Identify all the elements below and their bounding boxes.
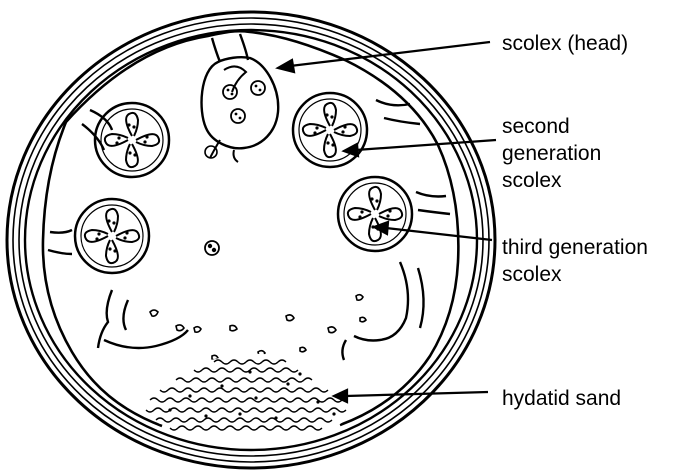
free-scolex bbox=[205, 241, 219, 255]
third-generation-scolex bbox=[338, 177, 412, 251]
label-line: scolex bbox=[502, 261, 648, 288]
scolex-head bbox=[202, 57, 279, 162]
arrow-scolex bbox=[290, 42, 490, 66]
label-line: second bbox=[502, 113, 601, 140]
membrane-fragments bbox=[98, 262, 424, 360]
label-scolex-text: scolex (head) bbox=[502, 32, 628, 55]
brood-capsule-upper-left bbox=[95, 103, 169, 177]
pointer-arrows bbox=[278, 42, 496, 402]
brood-capsule-lower-left bbox=[75, 199, 149, 273]
label-line: third generation bbox=[502, 234, 648, 261]
hydatid-sand bbox=[134, 354, 366, 430]
arrow-hydatid-sand bbox=[346, 392, 488, 396]
label-hydatid-sand: hydatid sand bbox=[502, 385, 621, 412]
label-line: generation bbox=[502, 140, 601, 167]
label-third-generation-scolex: third generation scolex bbox=[502, 234, 648, 288]
label-scolex-head: scolex (head) bbox=[502, 30, 628, 57]
label-second-generation-scolex: second generation scolex bbox=[502, 113, 601, 194]
label-line: scolex bbox=[502, 167, 601, 194]
label-sand-text: hydatid sand bbox=[502, 387, 621, 410]
